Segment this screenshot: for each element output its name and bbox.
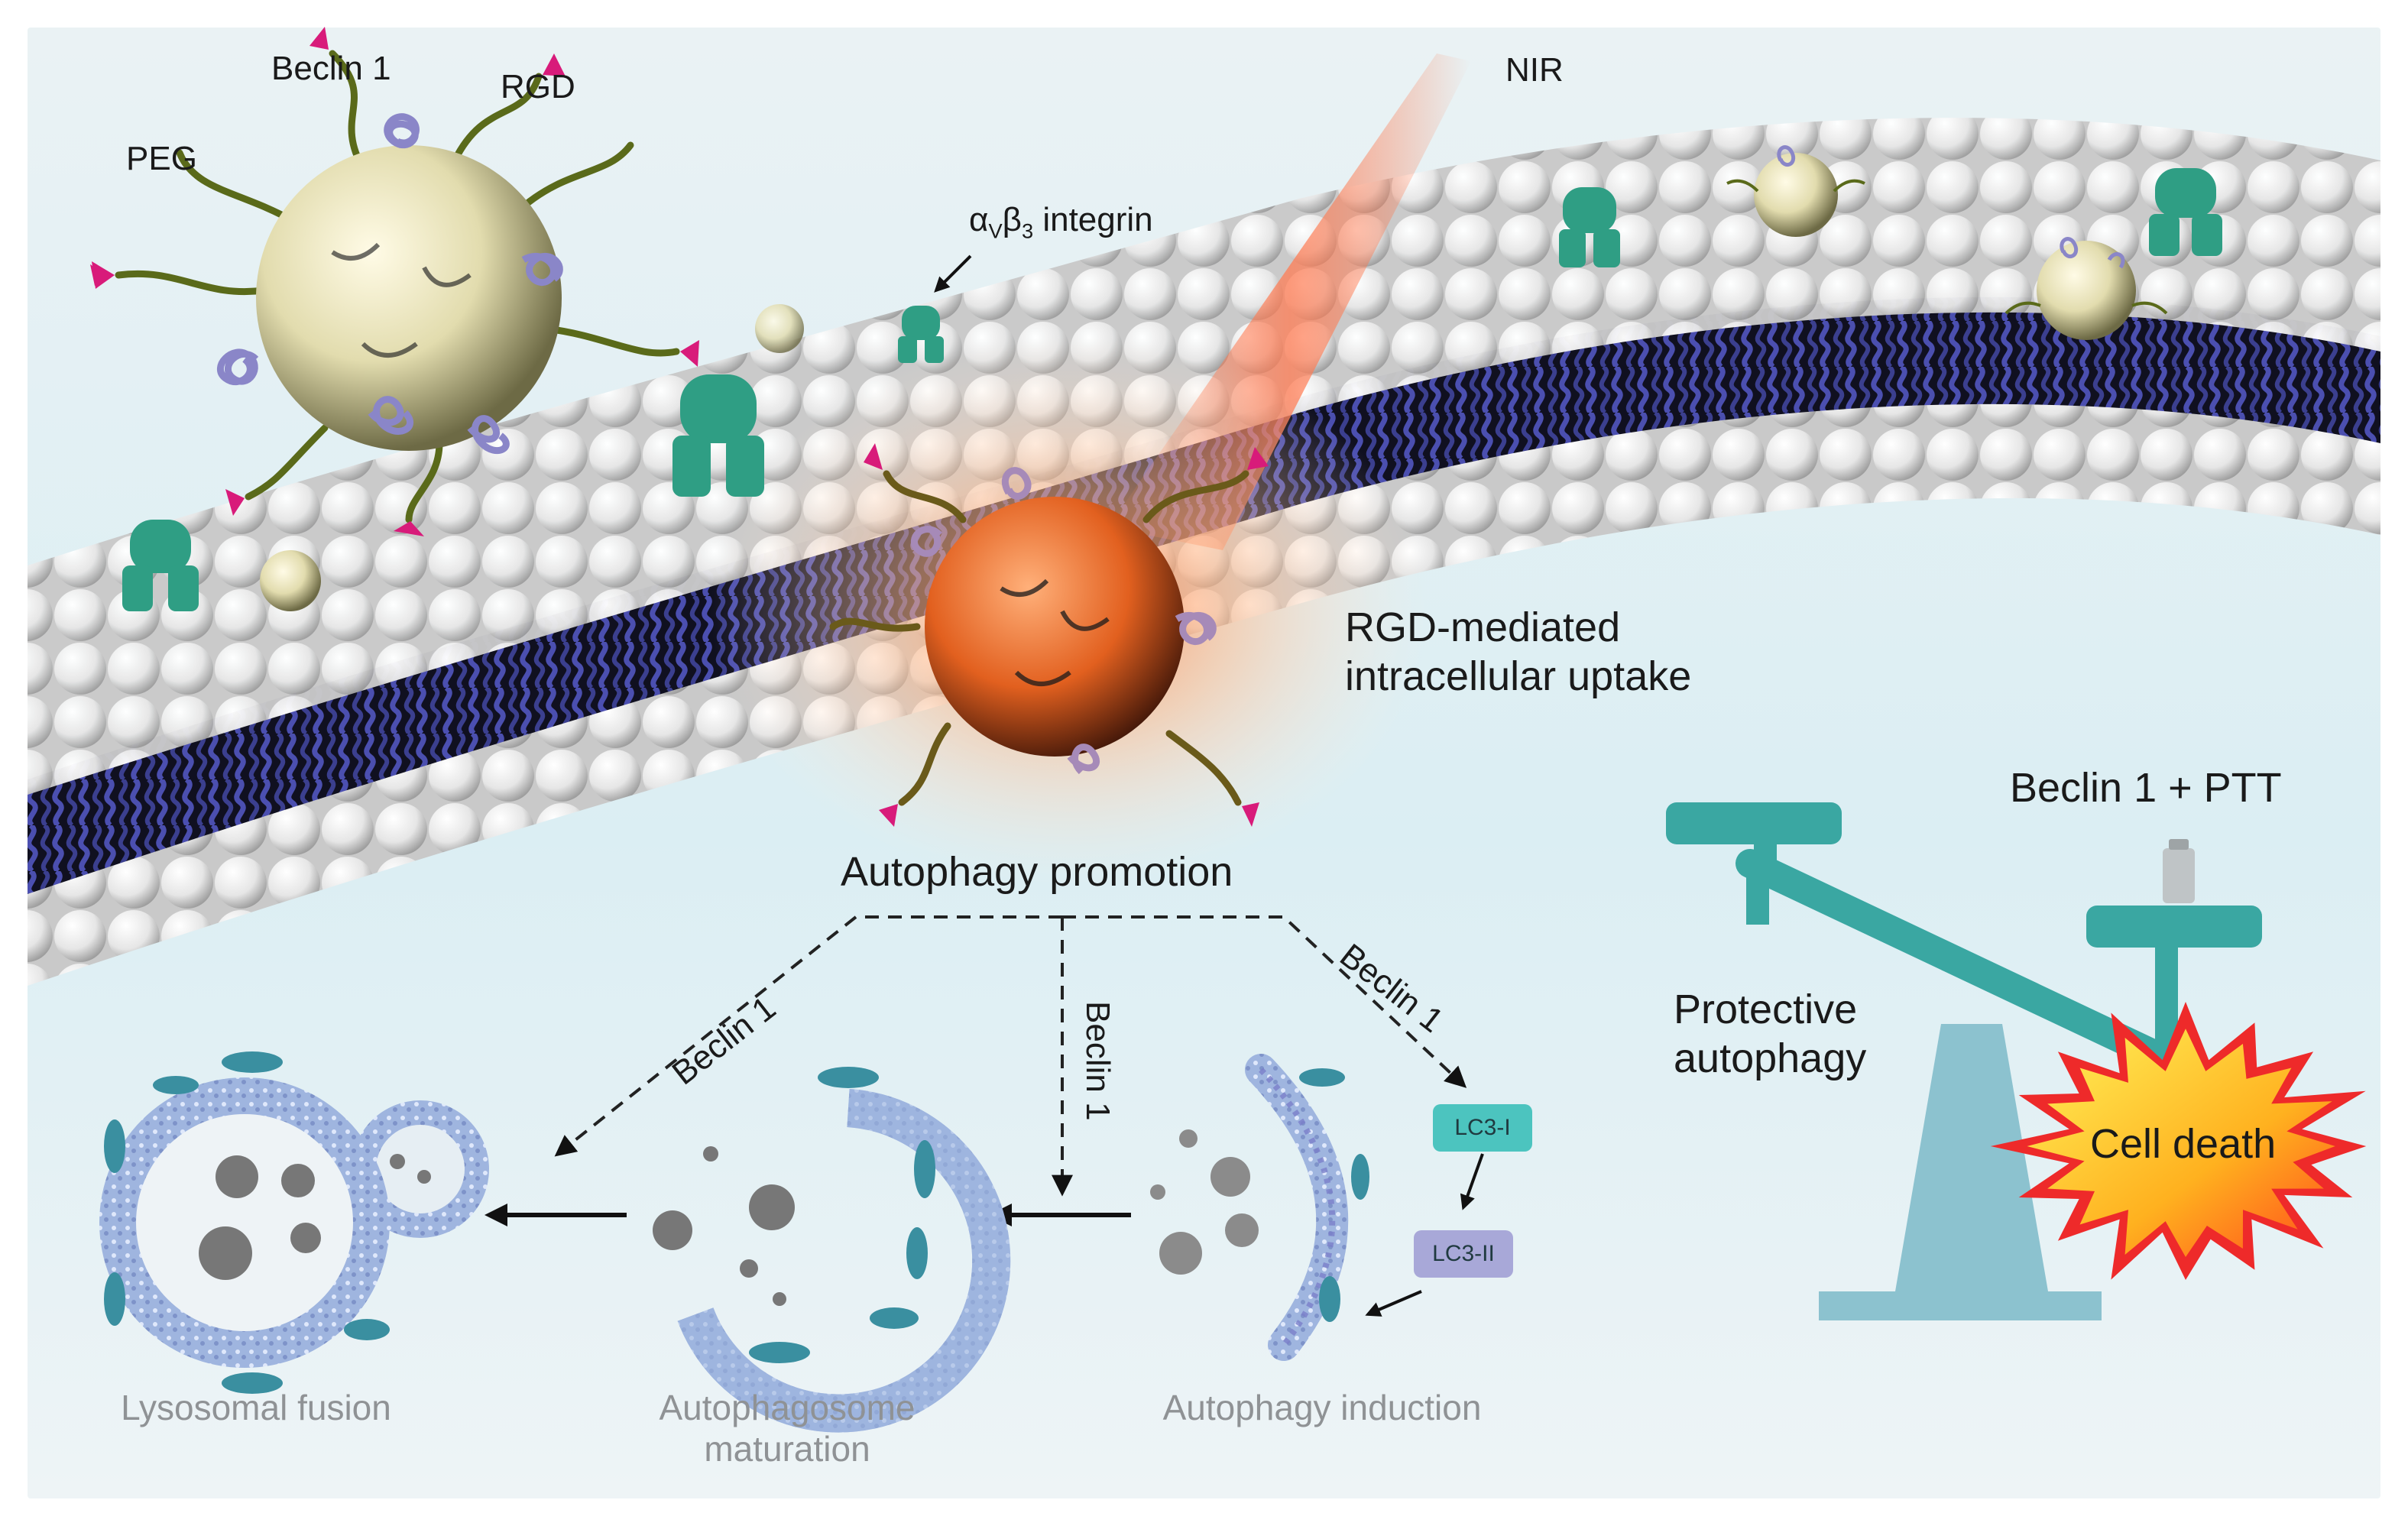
weight-icon: [2163, 839, 2195, 903]
label-integrin: αVβ3 integrin: [969, 200, 1153, 244]
autophagosome-line-2: maturation: [704, 1429, 870, 1469]
label-protective-autophagy: Protective autophagy: [1674, 986, 1918, 1083]
integrin-sub-3: 3: [1021, 219, 1034, 243]
integrin-icon: [122, 168, 2222, 611]
label-cell-death: Cell death: [2090, 1121, 2277, 1167]
autophagosome-line-1: Autophagosome: [659, 1388, 916, 1427]
label-autophagy-promotion: Autophagy promotion: [841, 849, 1233, 895]
label-uptake: RGD-mediated intracellular uptake: [1345, 604, 1773, 701]
label-rgd: RGD: [501, 68, 575, 105]
phagophore-icon: [1150, 1054, 1369, 1361]
membrane-tails: [28, 296, 2380, 894]
integrin-beta: β: [1002, 201, 1022, 238]
nanoparticle-hot-icon: [829, 443, 1269, 827]
label-beclin-mid: Beclin 1: [1079, 1001, 1116, 1121]
lysosome-icon: [99, 1051, 489, 1394]
label-nir: NIR: [1505, 51, 1564, 89]
uptake-line-2: intracellular uptake: [1345, 653, 1692, 699]
label-autophagosome-maturation: Autophagosome maturation: [611, 1387, 963, 1470]
uptake-line-1: RGD-mediated: [1345, 604, 1621, 650]
integrin-word: integrin: [1033, 201, 1153, 238]
starburst-icon: [1990, 1002, 2367, 1280]
membrane-lower-leaflet: [28, 388, 2380, 986]
lc3-i-box: LC3-I: [1433, 1104, 1532, 1152]
label-beclin-ptt: Beclin 1 + PTT: [2010, 765, 2282, 811]
autophagosome-icon: [653, 1067, 1011, 1433]
protective-line-2: autophagy: [1674, 1035, 1867, 1081]
protective-line-1: Protective: [1674, 987, 1858, 1032]
integrin-arrow: [934, 254, 972, 293]
integrin-alpha: α: [969, 201, 989, 238]
lc3-arrows: [1365, 1153, 1484, 1317]
label-lysosomal-fusion: Lysosomal fusion: [121, 1388, 391, 1427]
nanoparticle-icon: [90, 27, 699, 536]
dashed-arrows: [554, 915, 1467, 1197]
label-peg: PEG: [126, 140, 197, 177]
label-beclin1: Beclin 1: [271, 50, 391, 87]
nanoparticle-small-icon: [260, 145, 2168, 611]
lipid-bilayer-icon: [28, 118, 2380, 986]
membrane-upper-leaflet: [28, 118, 2380, 795]
lc3-ii-box: LC3-II: [1414, 1230, 1513, 1278]
balance-scale-icon: [1666, 802, 2262, 1320]
integrin-sub-v: V: [988, 219, 1003, 243]
label-autophagy-induction: Autophagy induction: [1162, 1388, 1482, 1427]
